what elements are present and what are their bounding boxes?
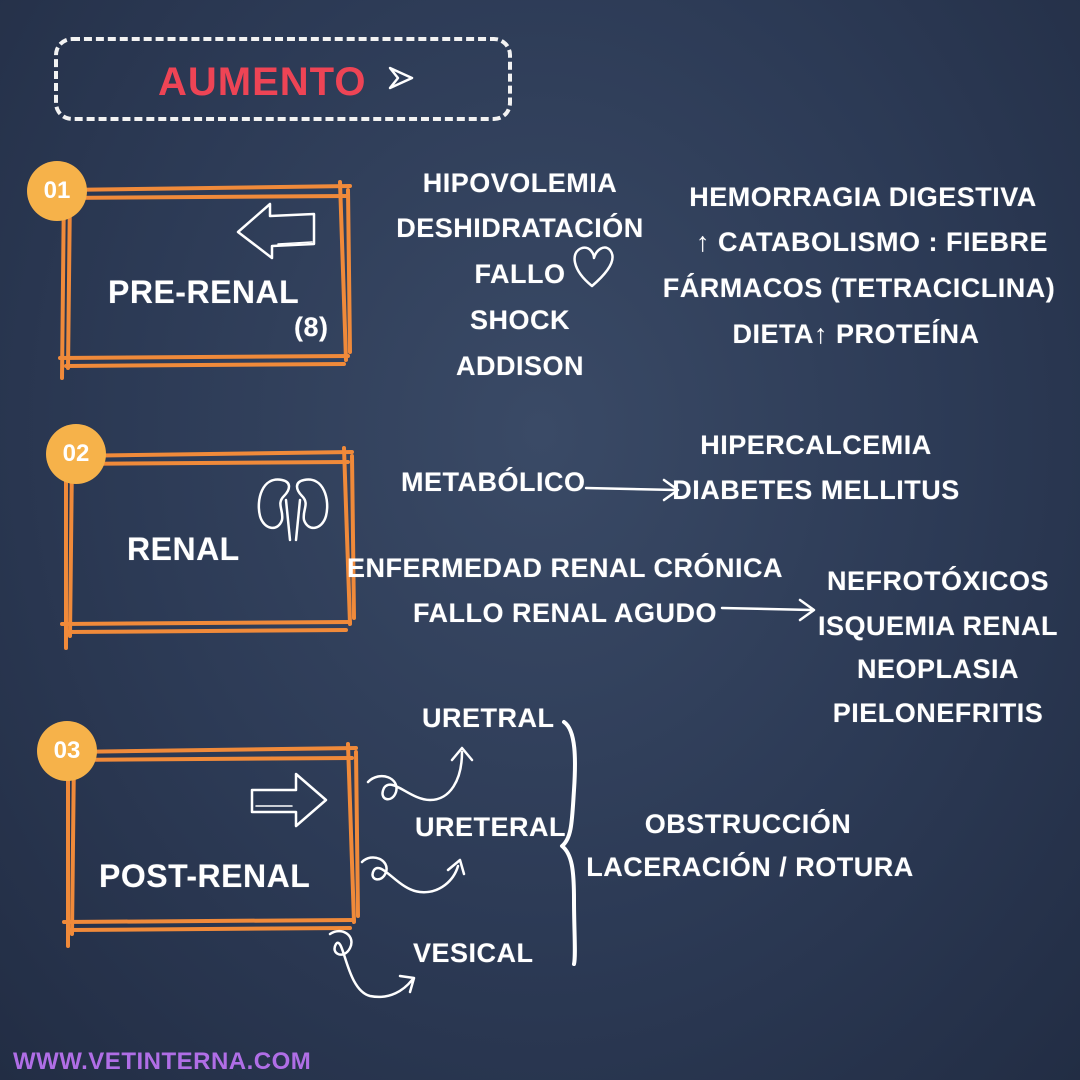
location-item: URETERAL xyxy=(415,812,566,842)
cause-item: HIPOVOLEMIA xyxy=(422,168,618,198)
cause-item: FALLO xyxy=(474,259,566,289)
cause-item: NEFROTÓXICOS xyxy=(826,566,1050,596)
arrow-right-icon xyxy=(250,772,328,828)
section-number-badge: 02 xyxy=(46,424,106,484)
title-box xyxy=(54,37,512,121)
location-item: VESICAL xyxy=(413,938,534,968)
arrow-right-icon xyxy=(720,598,816,622)
footer-link[interactable]: WWW.VETINTERNA.COM xyxy=(13,1048,312,1075)
section-number-badge: 03 xyxy=(37,721,97,781)
cause-item: ISQUEMIA RENAL xyxy=(817,611,1059,641)
kidney-icon xyxy=(257,478,329,542)
curly-arrow-icon xyxy=(328,929,416,999)
cause-item: HEMORRAGIA DIGESTIVA xyxy=(689,182,1037,212)
brace-icon xyxy=(560,720,577,966)
page-title: AUMENTO xyxy=(158,60,367,104)
cause-item: DESHIDRATACIÓN xyxy=(396,213,644,243)
curly-arrow-icon xyxy=(360,856,466,894)
cause-item: NEOPLASIA xyxy=(856,654,1020,684)
chevron-right-icon xyxy=(388,66,414,90)
cause-item: DIABETES MELLITUS xyxy=(672,475,960,505)
cause-item: DIETA↑ PROTEÍNA xyxy=(732,319,980,349)
acute-label: FALLO RENAL AGUDO xyxy=(413,598,717,628)
cause-item: FÁRMACOS (TETRACICLINA) xyxy=(662,273,1056,303)
chronic-label: ENFERMEDAD RENAL CRÓNICA xyxy=(346,553,784,583)
arrow-left-icon xyxy=(236,202,316,260)
post-renal-frame xyxy=(60,742,360,948)
heart-icon xyxy=(573,246,614,288)
section-number-badge: 01 xyxy=(27,161,87,221)
metabolic-label: METABÓLICO xyxy=(401,467,586,497)
cause-item: SHOCK xyxy=(469,305,571,335)
section-label: POST-RENAL xyxy=(99,858,311,894)
curly-arrow-icon xyxy=(366,746,474,802)
section-label: RENAL xyxy=(127,531,240,567)
cause-item: HIPERCALCEMIA xyxy=(700,430,932,460)
renal-frame xyxy=(58,446,356,650)
cause-item: OBSTRUCCIÓN xyxy=(644,809,852,839)
section-note: (8) xyxy=(294,312,329,342)
cause-item: LACERACIÓN / ROTURA xyxy=(586,852,914,882)
cause-item: PIELONEFRITIS xyxy=(832,698,1044,728)
cause-item: ↑ CATABOLISMO : FIEBRE xyxy=(696,227,1048,257)
arrow-right-icon xyxy=(584,478,680,502)
location-item: URETRAL xyxy=(422,703,555,733)
section-label: PRE-RENAL xyxy=(108,274,300,310)
cause-item: ADDISON xyxy=(455,351,585,381)
